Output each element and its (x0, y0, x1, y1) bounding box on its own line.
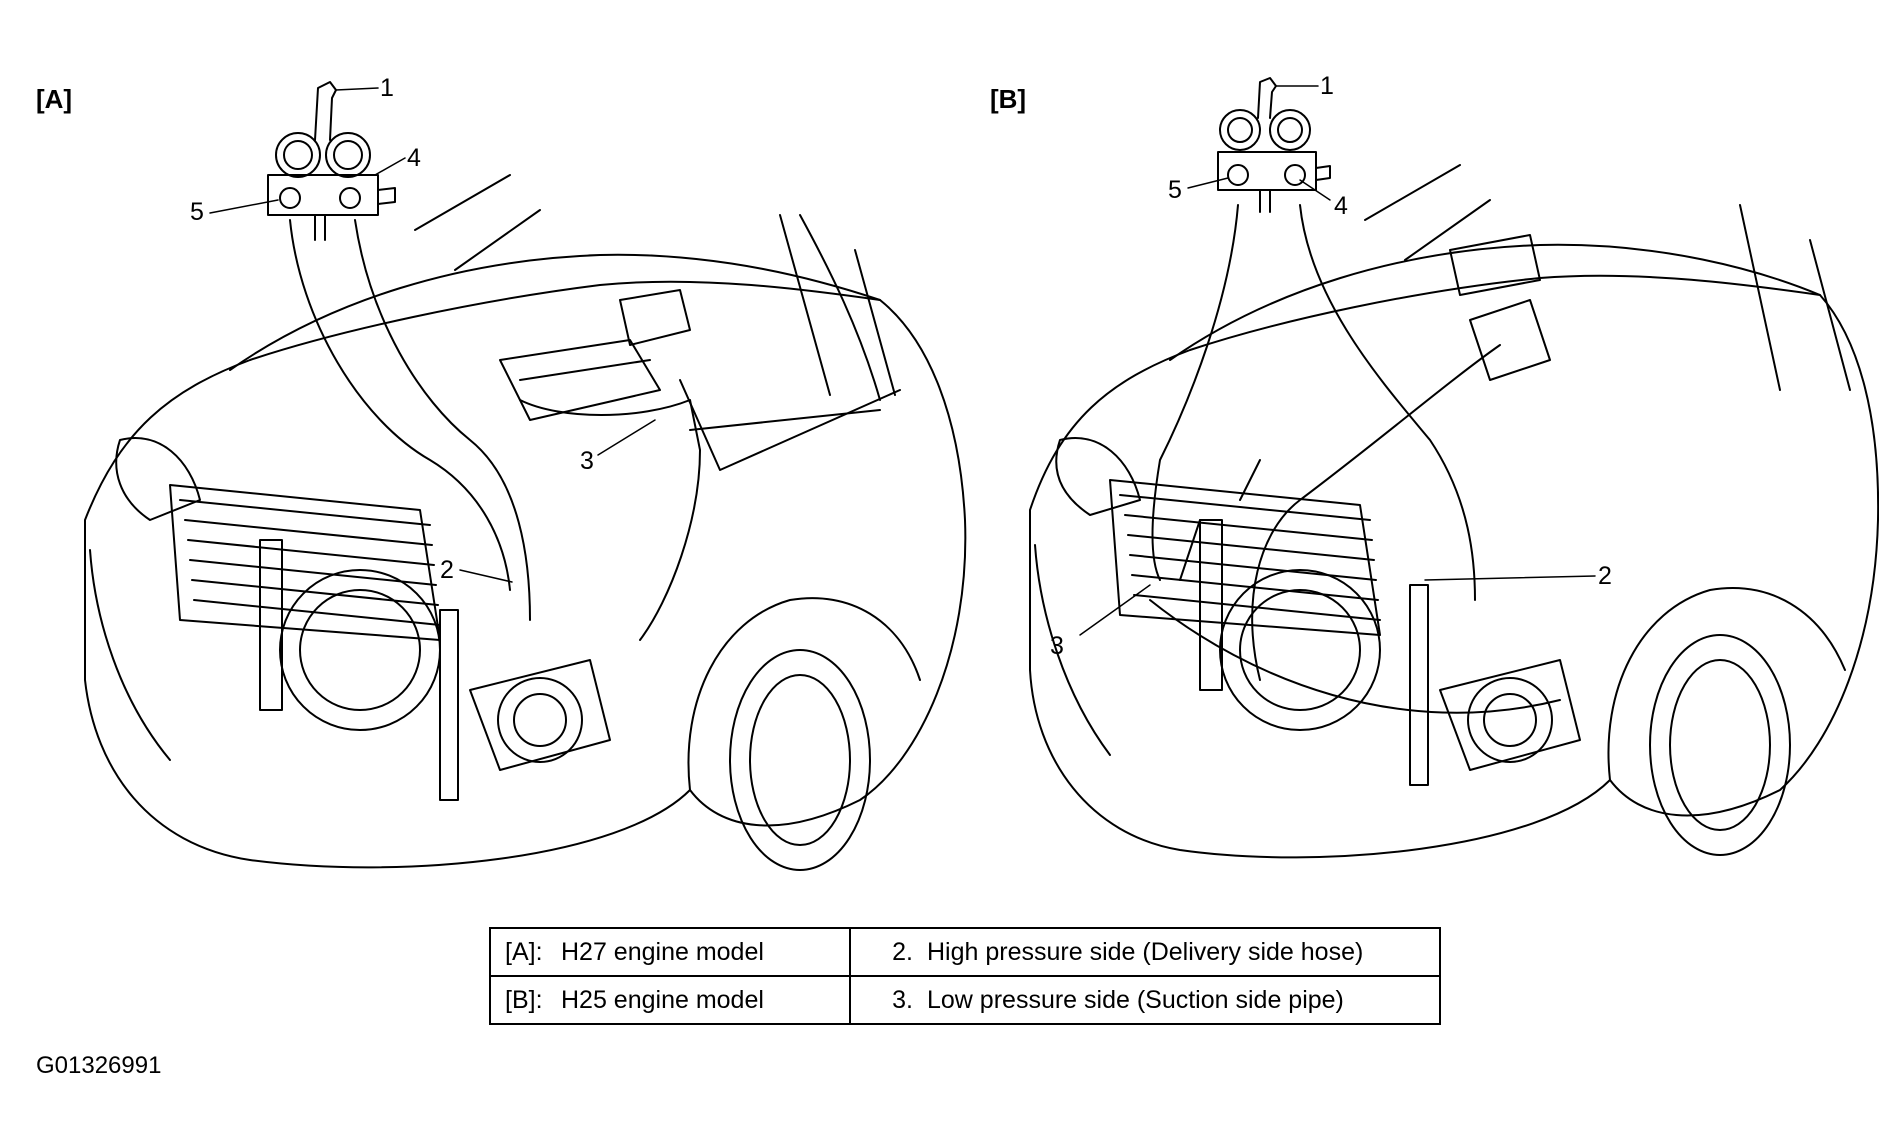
leaders-a (210, 88, 655, 582)
vehicle-b (1030, 78, 1878, 857)
legend-key: [B]: (505, 985, 543, 1014)
legend-side-cell: 2. High pressure side (Delivery side hose… (849, 927, 1441, 977)
callout-b-3: 3 (1050, 632, 1064, 660)
callout-a-1: 1 (380, 74, 394, 102)
leaders-b (1080, 86, 1595, 635)
vehicle-a (85, 82, 965, 870)
callout-b-4: 4 (1334, 192, 1348, 220)
legend-num: 2. (892, 937, 913, 966)
legend-model: H27 engine model (561, 937, 764, 966)
callout-b-5: 5 (1168, 176, 1182, 204)
legend-desc: High pressure side (Delivery side hose) (927, 937, 1364, 966)
panel-label-a: [A] (36, 84, 73, 114)
callout-a-5: 5 (190, 198, 204, 226)
panel-label-b: [B] (990, 84, 1027, 114)
legend-row: [A]: H27 engine model 2. High pressure sid… (489, 927, 1441, 977)
legend-num: 3. (892, 985, 913, 1014)
legend-side-cell: 3. Low pressure side (Suction side pipe) (849, 975, 1441, 1025)
figure-code: G01326991 (36, 1052, 162, 1079)
callout-b-2: 2 (1598, 562, 1612, 590)
legend-model-cell: [B]: H25 engine model (489, 975, 851, 1025)
callout-a-2: 2 (440, 556, 454, 584)
legend-model: H25 engine model (561, 985, 764, 1014)
legend-table: [A]: H27 engine model 2. High pressure sid… (489, 927, 1441, 1025)
callout-a-3: 3 (580, 447, 594, 475)
legend-desc: Low pressure side (Suction side pipe) (927, 985, 1344, 1014)
callout-a-4: 4 (407, 144, 421, 172)
callout-b-1: 1 (1320, 72, 1334, 100)
legend-row: [B]: H25 engine model 3. Low pressure side… (489, 975, 1441, 1025)
legend-key: [A]: (505, 937, 543, 966)
legend-model-cell: [A]: H27 engine model (489, 927, 851, 977)
